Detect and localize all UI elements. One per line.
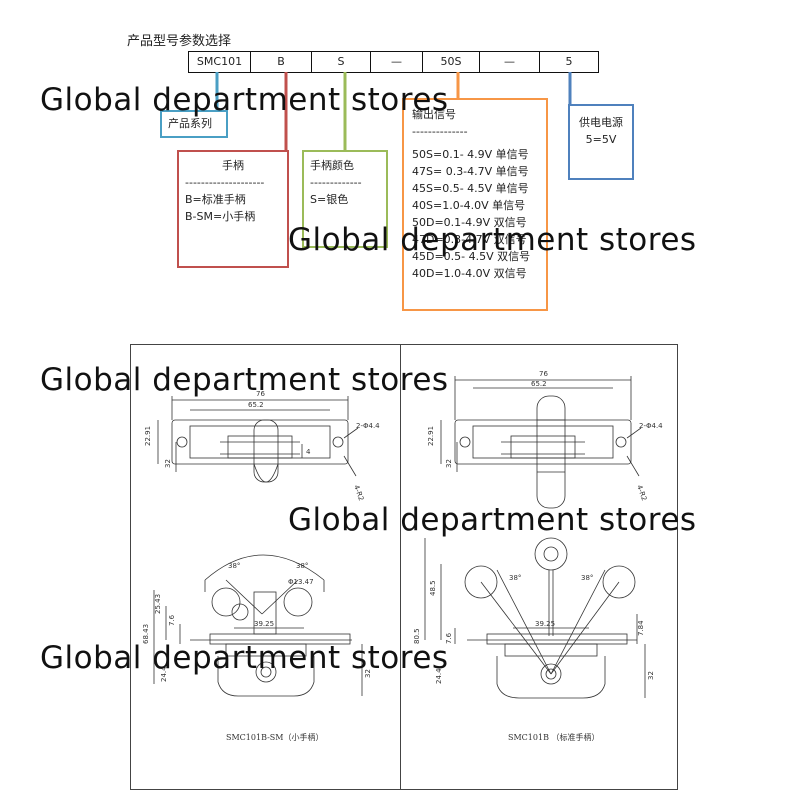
dim-4r2: 4-R2 [352, 484, 365, 502]
dim-48-5: 48.5 [429, 580, 437, 596]
series-label: 产品系列 [168, 117, 212, 130]
right-drawing: 76 65.2 2-Φ4.4 22.91 32 4-R2 38° 38° 48.… [413, 370, 663, 699]
handle-option-b: B=标准手柄 [185, 193, 246, 206]
dim-76: 76 [539, 370, 548, 378]
handle-head: 手柄 [222, 159, 244, 172]
dim-68-43: 68.43 [142, 624, 150, 644]
dim-diameter: Φ13.47 [288, 578, 314, 586]
dim-4r2: 4-R2 [635, 484, 648, 502]
signal-option-50s: 50S=0.1- 4.9V 单信号 [412, 148, 529, 161]
dim-angle-right: 38° [581, 574, 593, 582]
dim-angle-left: 38° [509, 574, 521, 582]
watermark-4: Global department stores [288, 502, 697, 538]
caption-right: SMC101B （标准手柄） [508, 733, 600, 742]
dim-39-25: 39.25 [254, 620, 274, 628]
dim-25-43: 25.43 [154, 594, 162, 614]
signal-option-45d: 45D=0.5- 4.5V 双信号 [412, 250, 531, 263]
signal-option-50d: 50D=0.1-4.9V 双信号 [412, 216, 527, 229]
code-cell-signal: 50S [423, 52, 480, 72]
dim-76: 76 [256, 390, 265, 398]
drawing-divider [400, 344, 401, 790]
code-cell-handle: B [251, 52, 312, 72]
left-drawing: 76 65.2 2-Φ4.4 22.91 32 4-R2 4 38° 38° Φ… [142, 390, 380, 697]
page-title: 产品型号参数选择 [127, 34, 232, 49]
dim-7-6: 7.6 [168, 614, 176, 626]
dim-7-6: 7.6 [445, 632, 453, 644]
dim-32: 32 [445, 459, 453, 468]
watermark-1: Global department stores [40, 82, 449, 118]
code-cell-power: 5 [565, 55, 573, 68]
signal-box: 输出信号 -------------- 50S=0.1- 4.9V 单信号 47… [402, 98, 548, 311]
code-cell-sep-1: — [371, 52, 423, 72]
series-box: 产品系列 [160, 110, 228, 138]
code-cell-sep-2: — [480, 52, 540, 72]
signal-option-40d: 40D=1.0-4.0V 双信号 [412, 267, 527, 280]
dim-39-25: 39.25 [535, 620, 555, 628]
color-box: 手柄颜色 ------------- S=银色 [302, 150, 388, 248]
color-option-s: S=银色 [310, 193, 349, 206]
dim-hole: 2-Φ4.4 [639, 422, 663, 430]
power-option-5: 5=5V [585, 133, 617, 146]
code-cell-color: S [312, 52, 371, 72]
watermark-2: Global department stores [288, 222, 697, 258]
handle-option-bsm: B-SM=小手柄 [185, 210, 256, 223]
dim-4: 4 [306, 448, 311, 456]
dim-32-bottom: 32 [647, 671, 655, 680]
signal-option-47s: 47S= 0.3-4.7V 单信号 [412, 165, 529, 178]
dim-22-91: 22.91 [427, 426, 435, 446]
dim-80-5: 80.5 [413, 628, 421, 644]
dim-angle-left: 38° [228, 562, 240, 570]
dim-24-4: 24.4 [435, 668, 443, 684]
handle-dashes: -------------------- [185, 176, 265, 189]
dim-32-bottom: 32 [364, 669, 372, 678]
drawing-frame [130, 344, 678, 790]
caption-left: SMC101B-SM（小手柄） [226, 733, 324, 742]
signal-option-47d: 47D=0.3-4.7V 双信号 [412, 233, 527, 246]
dim-hole: 2-Φ4.4 [356, 422, 380, 430]
code-cell-series: SMC101 [189, 52, 251, 72]
dim-7-84: 7.84 [637, 620, 645, 636]
handle-box: 手柄 -------------------- B=标准手柄 B-SM=小手柄 [177, 150, 289, 268]
dim-65-2: 65.2 [248, 401, 264, 409]
signal-dashes: -------------- [412, 125, 468, 138]
dim-angle-right: 38° [296, 562, 308, 570]
power-head: 供电电源 [579, 116, 623, 129]
dim-24-4: 24.4 [160, 666, 168, 682]
signal-option-40s: 40S=1.0-4.0V 单信号 [412, 199, 526, 212]
power-box: 供电电源 5=5V [568, 104, 634, 180]
dim-32: 32 [164, 459, 172, 468]
watermark-5: Global department stores [40, 640, 449, 676]
signal-head: 输出信号 [412, 108, 456, 121]
dim-22-91: 22.91 [144, 426, 152, 446]
dim-65-2: 65.2 [531, 380, 547, 388]
color-head: 手柄颜色 [310, 159, 354, 172]
color-dashes: ------------- [310, 176, 362, 189]
signal-option-45s: 45S=0.5- 4.5V 单信号 [412, 182, 529, 195]
watermark-3: Global department stores [40, 362, 449, 398]
model-code-row: SMC101 B S — 50S — 5 [188, 51, 599, 73]
